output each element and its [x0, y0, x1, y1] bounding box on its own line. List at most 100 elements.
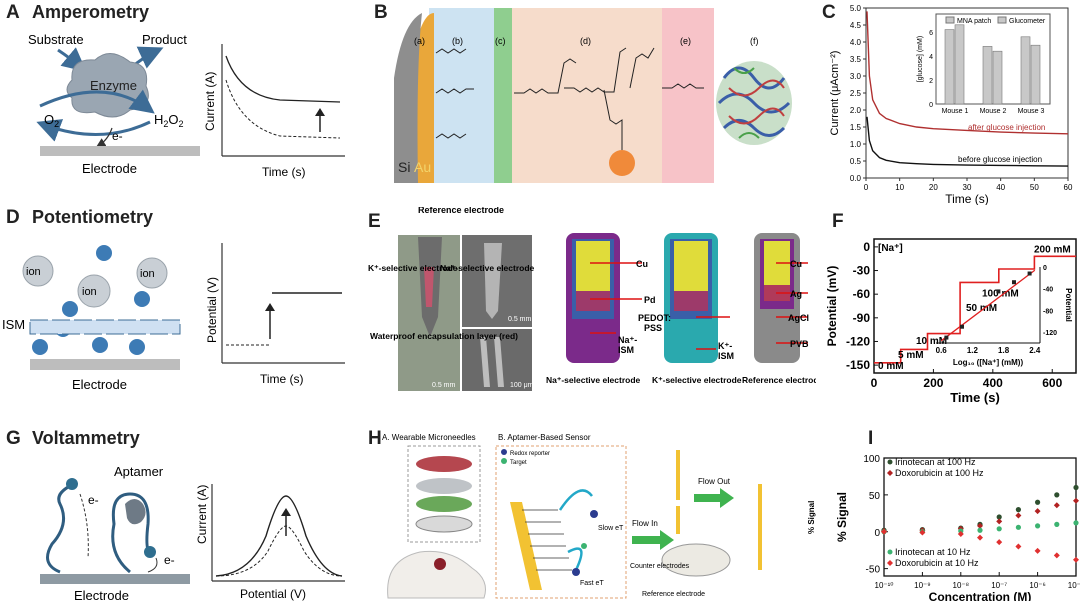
red-encapsulation [424, 267, 434, 307]
flow-out-arrow [694, 488, 734, 508]
percent-signal-label: % Signal [807, 501, 816, 534]
panel-h-letter: H [368, 428, 382, 449]
na-selective-label: Na⁺-selective electrode [440, 263, 535, 273]
microneedle-sensor-schematic: A. Wearable Microneedles B. Aptamer-Base… [382, 433, 816, 599]
electrode-bar [40, 574, 190, 584]
flow-in-label: Flow In [632, 519, 658, 528]
a-solid-curve [225, 55, 341, 103]
f-plot-frame [873, 238, 1077, 374]
f-xtick-label: 200 [923, 376, 943, 390]
amperometry-schematic: Substrate Product Enzyme O2 H2O2 e- Elec… [28, 32, 200, 176]
ism-label: ISM [2, 317, 25, 332]
aptamer-strand-2 [111, 492, 152, 574]
protein-structure [716, 61, 792, 145]
patch-layer-red [416, 456, 472, 472]
f-xtick-label: 600 [1042, 376, 1062, 390]
i-point-series-1 [1015, 507, 1021, 513]
f-inset-xtick-label: 1.2 [967, 346, 979, 355]
o2-label: O2 [44, 112, 59, 129]
i-point-series-3 [1073, 520, 1079, 526]
au-label: Au [414, 159, 431, 175]
cap-ref: Reference electrode [742, 375, 816, 385]
c-ytick-label: 0.0 [850, 174, 862, 183]
i-legend-marker-4 [887, 560, 893, 566]
d-ylabel: Potential (V) [205, 277, 219, 343]
product-label: Product [142, 32, 187, 47]
g-up-arrowhead [281, 508, 291, 516]
i-legend-1: Irinotecan at 100 Hz [895, 457, 976, 467]
potentiometry-plot: Potential (V) Time (s) [205, 243, 345, 386]
electron-arrow-2 [147, 557, 158, 573]
c-inset-category: Mouse 2 [980, 108, 1007, 115]
i-point-series-1 [996, 514, 1002, 520]
electron-label-1: e- [88, 493, 99, 507]
agcl-label: AgCl [788, 313, 809, 323]
i-legend-2: Doxorubicin at 100 Hz [895, 468, 984, 478]
f-inset-xlabel: Log₁₀ ([Na⁺] (mM)) [953, 358, 1024, 367]
reference-label: Reference electrode [642, 591, 705, 598]
panel-g: G Voltammetry Aptamer e- e- Electrode Cu… [0, 410, 360, 603]
g-dashed-peak [215, 525, 343, 577]
d-up-arrowhead [265, 303, 275, 311]
layer-e-label: (e) [680, 36, 691, 46]
f-step-label: 100 mM [982, 289, 1019, 300]
f-ytick-label: -60 [853, 287, 871, 301]
layer-d-bg [512, 8, 662, 183]
i-xtick-label: 10⁻⁶ [1029, 581, 1045, 590]
c-ytick-label: 2.5 [850, 89, 862, 98]
a-xlabel: Time (s) [262, 165, 306, 179]
fast-et-label: Fast eT [580, 580, 604, 587]
f-inset-ytick-label: -40 [1043, 287, 1053, 294]
electron-arrow [95, 127, 113, 148]
electrode-label: Electrode [82, 161, 137, 176]
aptamer-loop-h1 [558, 489, 593, 511]
i-xtick-label: 10⁻¹⁰ [875, 581, 894, 590]
c-xtick-label: 60 [1064, 183, 1073, 192]
c-inset-ytick-label: 0 [929, 102, 933, 109]
sem-needle-bottom [480, 337, 504, 387]
panel-i-letter: I [868, 428, 874, 449]
k-ism-label-2: ISM [718, 351, 734, 361]
g-ylabel: Current (A) [195, 485, 209, 544]
voltammetry-schematic: Aptamer e- e- Electrode [40, 464, 190, 603]
layer-b-label: (b) [452, 36, 463, 46]
aptamer-label: Aptamer [114, 464, 164, 479]
c-xtick-label: 0 [864, 183, 869, 192]
c-inset-ylabel: [glucose] (mM) [917, 36, 924, 82]
redox-reporter-1 [66, 478, 78, 490]
k-electrode-cylinder [664, 233, 718, 363]
f-na-label: [Na⁺] [878, 243, 903, 254]
pvb-label: PVB [790, 339, 809, 349]
f-ytick-label: 0 [863, 240, 870, 254]
i-point-series-2 [1073, 497, 1079, 504]
f-inset-xtick-label: 2.4 [1029, 346, 1041, 355]
ion-label-2: ion [140, 268, 155, 280]
i-point-series-3 [1035, 523, 1041, 529]
c-legend-label-1: MNA patch [957, 18, 991, 25]
i-point-series-3 [996, 526, 1002, 532]
c-inset-bar [944, 29, 955, 105]
i-ytick-label: -50 [866, 565, 881, 576]
i-xtick-label: 10⁻⁵ [1068, 581, 1080, 590]
layer-f-label: (f) [750, 36, 759, 46]
c-ytick-label: 0.5 [850, 157, 862, 166]
k-selective-label: K⁺-selective electrode [368, 263, 458, 273]
i-ytick-label: 100 [863, 454, 880, 465]
potentiometry-schematic: ion ion ion ISM Electrode [2, 245, 181, 392]
i-point-series-2 [977, 522, 983, 529]
i-legend-marker-1 [887, 459, 893, 465]
f-ytick-label: -90 [853, 311, 871, 325]
i-point-series-3 [1015, 524, 1021, 530]
g-xlabel: Potential (V) [240, 587, 306, 601]
c-inset-category: Mouse 3 [1018, 108, 1045, 115]
f-ytick-label: -120 [846, 334, 870, 348]
c-series-line-2 [866, 116, 1069, 167]
i-xlabel: Concentration (M) [929, 590, 1032, 601]
i-point-series-2 [996, 518, 1003, 525]
si-label: Si [398, 159, 410, 175]
c-inset-ytick-label: 6 [929, 30, 933, 37]
cap-na: Na⁺-selective electrode [546, 375, 641, 385]
i-point-series-4 [957, 530, 964, 537]
panel-g-letter: G [6, 428, 21, 449]
redox-arrow-bottom [36, 119, 151, 142]
